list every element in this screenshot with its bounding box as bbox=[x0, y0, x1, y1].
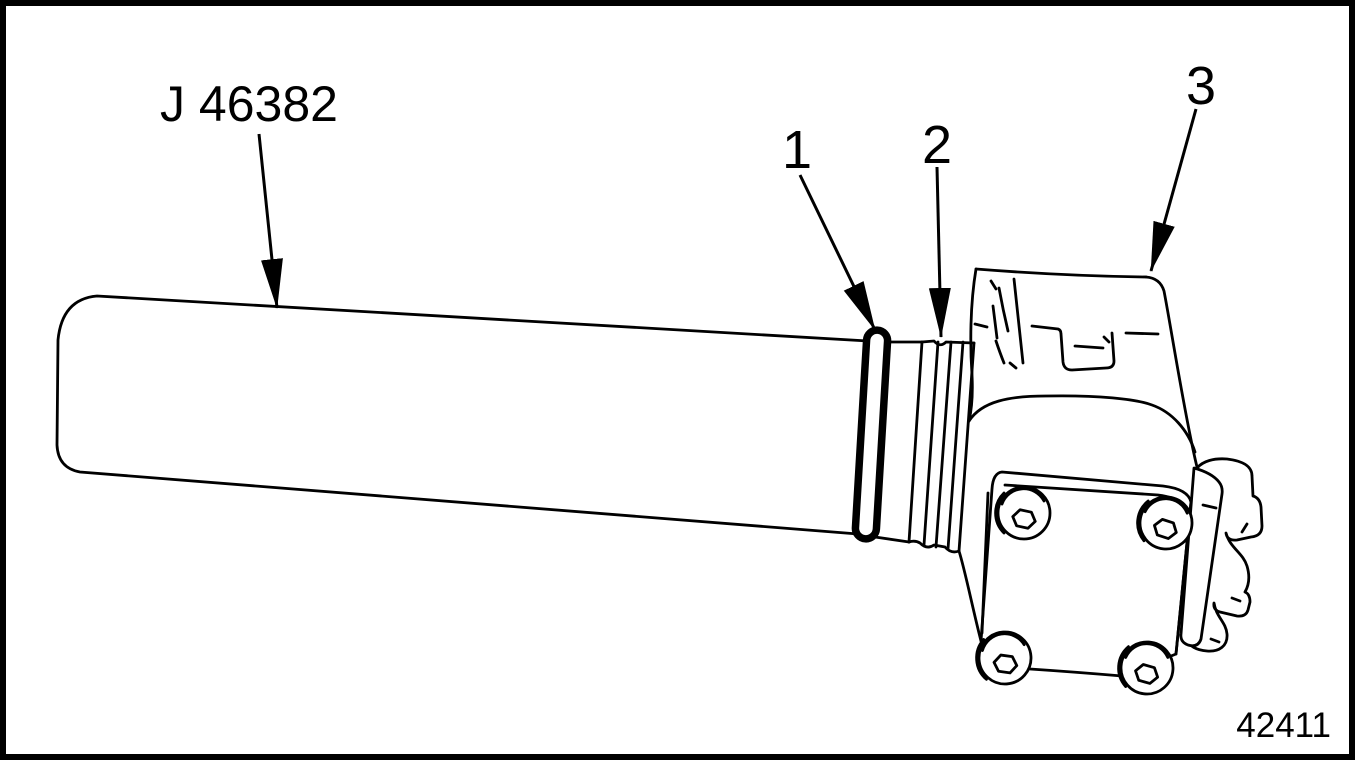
o-ring bbox=[851, 326, 892, 543]
callout-1-label: 1 bbox=[782, 120, 812, 180]
socket-bolt-bottom-right bbox=[1115, 638, 1177, 698]
leader-arrow-2 bbox=[928, 166, 951, 338]
socket-bolt-bottom-left bbox=[973, 628, 1035, 688]
leader-arrow-tool bbox=[257, 133, 283, 309]
leader-arrow-3 bbox=[1149, 108, 1198, 272]
tool-tube bbox=[55, 294, 924, 544]
pump-housing bbox=[957, 267, 1199, 643]
lower-stub-mark bbox=[1230, 596, 1242, 603]
ribbed-neck bbox=[907, 339, 976, 554]
callout-2-label: 2 bbox=[922, 115, 952, 175]
callout-3-label: 3 bbox=[1186, 56, 1216, 116]
socket-bolt-top-left bbox=[994, 485, 1052, 541]
casting-marks bbox=[973, 277, 1025, 370]
casting-fittings bbox=[1169, 457, 1264, 656]
housing-notch bbox=[1030, 324, 1160, 372]
upper-stub-mark bbox=[1240, 522, 1249, 534]
figure-number: 42411 bbox=[1236, 706, 1331, 745]
leader-arrow-1 bbox=[798, 174, 877, 331]
tool-label: J 46382 bbox=[160, 76, 338, 132]
leader-arrows bbox=[257, 108, 1198, 338]
housing-contour-line bbox=[967, 394, 1197, 454]
